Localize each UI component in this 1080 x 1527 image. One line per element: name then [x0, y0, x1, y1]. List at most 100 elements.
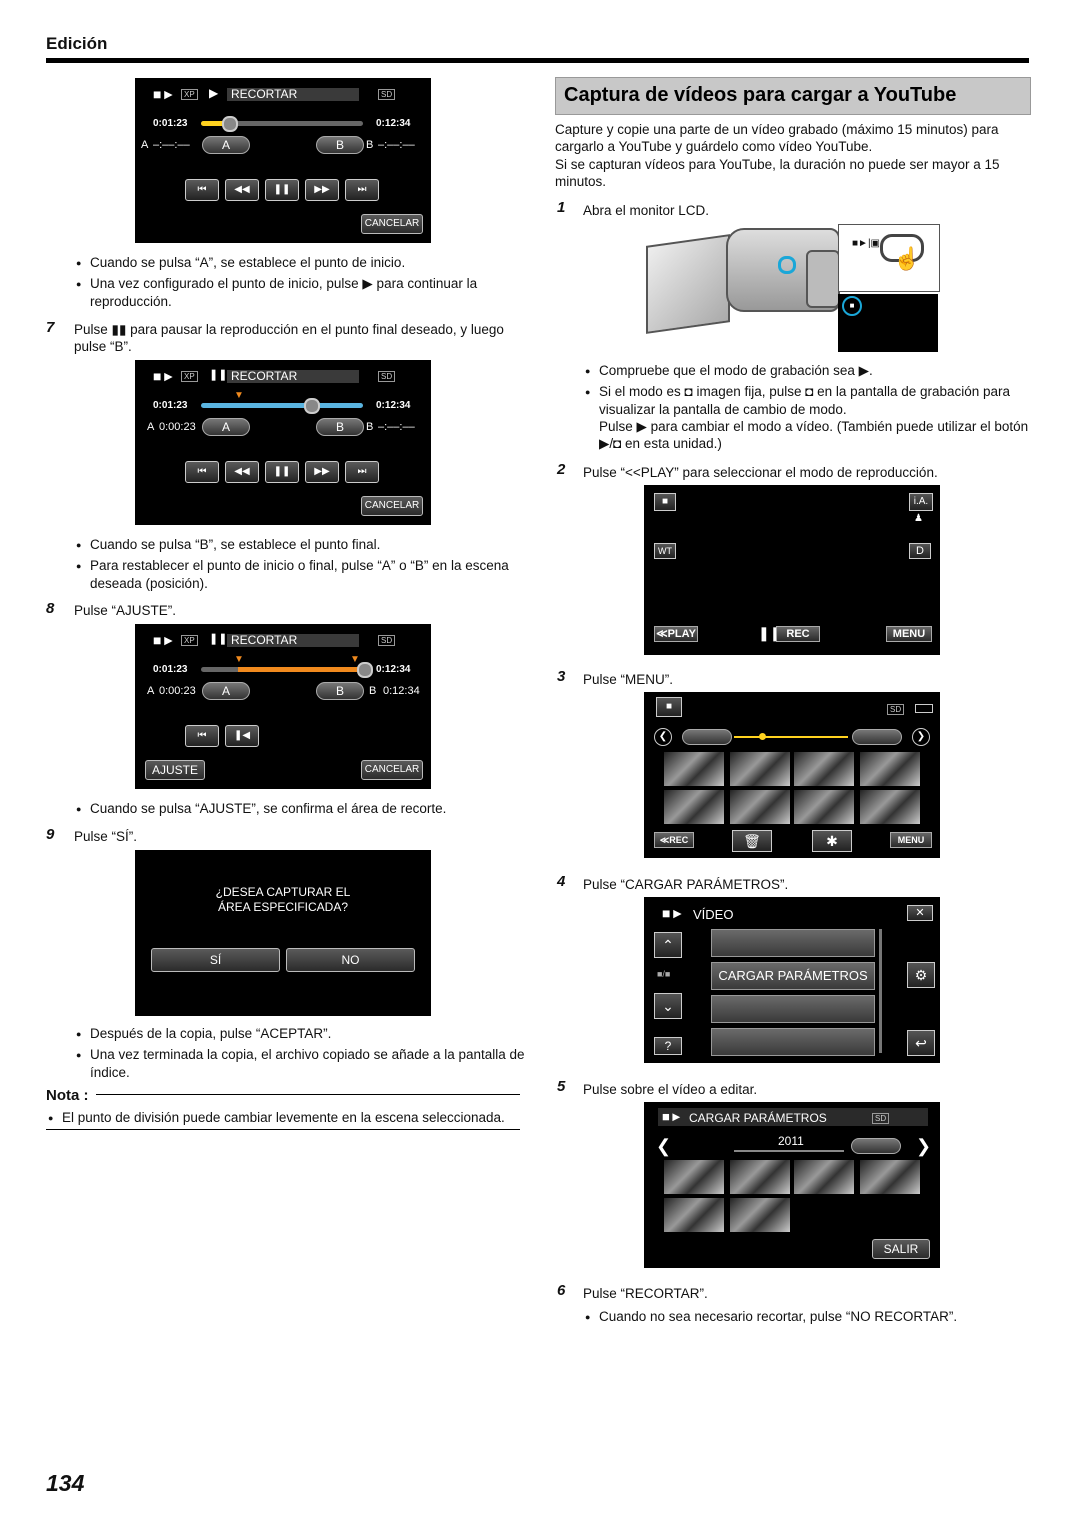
scrollbar[interactable]	[879, 929, 882, 1053]
mode-indicator-icon: ■	[842, 296, 862, 316]
button-b[interactable]: B	[316, 136, 364, 154]
cancel-button[interactable]: CANCELAR	[361, 760, 423, 780]
prev-icon[interactable]: ❮	[654, 728, 672, 746]
forward-icon[interactable]: ▶▶	[305, 179, 339, 201]
progress-track[interactable]	[201, 403, 363, 408]
button-a[interactable]: A	[202, 418, 250, 436]
thumbnail[interactable]	[860, 752, 920, 786]
frame-back-icon[interactable]: ❚◀	[225, 725, 259, 747]
date-pill-left[interactable]	[682, 729, 732, 745]
menu-button[interactable]: MENU	[886, 626, 932, 642]
button-a[interactable]: A	[202, 136, 250, 154]
thumbnail[interactable]	[794, 790, 854, 824]
step-3-text: Pulse “MENU”.	[583, 672, 674, 687]
end-marker: ▼	[350, 654, 360, 665]
rec-back-button[interactable]: ≪REC	[654, 832, 694, 848]
a-value: 0:00:23	[159, 421, 196, 433]
thumbnail[interactable]	[730, 790, 790, 824]
video-mode-icon: ■►	[662, 905, 685, 921]
button-a[interactable]: A	[202, 682, 250, 700]
pause-icon[interactable]: ❚❚	[265, 461, 299, 483]
button-b[interactable]: B	[316, 682, 364, 700]
pause-icon[interactable]: ❚❚	[265, 179, 299, 201]
back-icon[interactable]: ↩	[907, 1030, 935, 1056]
date-pill-right[interactable]	[852, 729, 902, 745]
button-b[interactable]: B	[316, 418, 364, 436]
menu-item-blurred[interactable]	[711, 1028, 875, 1056]
a-value: –:––:––	[153, 139, 190, 151]
gear-icon[interactable]: ✱	[812, 830, 852, 852]
menu-item-upload-settings[interactable]: CARGAR PARÁMETROS	[711, 962, 875, 990]
cancel-button[interactable]: CANCELAR	[361, 214, 423, 234]
step-9-text: Pulse “SÍ”.	[74, 829, 138, 844]
step-5-text: Pulse sobre el vídeo a editar.	[583, 1082, 758, 1097]
rec-button[interactable]: REC	[776, 626, 820, 642]
video-mode-icon[interactable]: ■	[654, 493, 676, 511]
thumbnail[interactable]	[730, 752, 790, 786]
mode-switch[interactable]	[880, 234, 924, 262]
thumbnail[interactable]	[664, 752, 724, 786]
step-2-number: 2	[557, 461, 566, 478]
pause-state-icon: ❚❚	[209, 633, 228, 645]
playhead[interactable]	[357, 662, 373, 678]
thumbnail[interactable]	[664, 1160, 724, 1194]
thumbnail[interactable]	[860, 1160, 920, 1194]
no-button[interactable]: NO	[286, 948, 415, 972]
time-left: 0:01:23	[153, 118, 188, 129]
time-right: 0:12:34	[376, 400, 411, 411]
help-button[interactable]: ?	[654, 1037, 682, 1055]
cancel-button[interactable]: CANCELAR	[361, 496, 423, 516]
play-button[interactable]: ≪PLAY	[654, 626, 698, 642]
thumbnail[interactable]	[664, 790, 724, 824]
thumbnail[interactable]	[860, 790, 920, 824]
scroll-down-icon[interactable]: ⌄	[654, 993, 682, 1019]
forward-icon[interactable]: ▶▶	[305, 461, 339, 483]
section-header: Edición	[46, 34, 108, 53]
playhead[interactable]	[304, 398, 320, 414]
video-mode-icon[interactable]: ■	[656, 697, 682, 717]
close-icon[interactable]: ✕	[907, 905, 933, 921]
bullet-switch-video: Pulse ▶ para cambiar el modo a vídeo. (T…	[599, 419, 1029, 451]
pause-icon: ❚❚	[758, 625, 782, 641]
yes-button[interactable]: SÍ	[151, 948, 280, 972]
bullet-a-start: Cuando se pulsa “A”, se establece el pun…	[76, 254, 535, 272]
date-pill[interactable]	[851, 1138, 901, 1154]
video-mode-icon: ■►	[662, 1109, 683, 1124]
prev-icon[interactable]: ❮	[656, 1136, 672, 1156]
thumbnail[interactable]	[794, 752, 854, 786]
menu-button[interactable]: MENU	[890, 832, 932, 848]
skip-back-icon[interactable]: ⏮	[185, 461, 219, 483]
thumbnail[interactable]	[664, 1198, 724, 1232]
skip-forward-icon[interactable]: ⏭	[345, 461, 379, 483]
progress-track[interactable]	[201, 121, 363, 126]
person-icon: ♟	[914, 513, 923, 524]
section-title: Captura de vídeos para cargar a YouTube	[564, 84, 957, 106]
index-screen: ■ SD ❮ ❯ ≪REC 🗑 ✱ MENU	[644, 692, 940, 858]
a-label: A	[147, 685, 155, 697]
timeline-knob[interactable]	[759, 733, 766, 740]
rewind-icon[interactable]: ◀◀	[225, 179, 259, 201]
thumbnail[interactable]	[730, 1198, 790, 1232]
menu-item-blurred[interactable]	[711, 995, 875, 1023]
screen-title: CARGAR PARÁMETROS	[689, 1111, 827, 1125]
playhead[interactable]	[222, 116, 238, 132]
note-bottom-rule	[46, 1129, 520, 1130]
scroll-up-icon[interactable]: ⌃	[654, 932, 682, 958]
skip-back-icon[interactable]: ⏮	[185, 179, 219, 201]
skip-back-icon[interactable]: ⏮	[185, 725, 219, 747]
skip-forward-icon[interactable]: ⏭	[345, 179, 379, 201]
trash-icon[interactable]: 🗑	[732, 830, 772, 852]
thumbnail[interactable]	[794, 1160, 854, 1194]
ia-badge[interactable]: i.A.	[909, 493, 933, 511]
exit-button[interactable]: SALIR	[872, 1239, 930, 1259]
rewind-icon[interactable]: ◀◀	[225, 461, 259, 483]
settings-gear-icon[interactable]: ⚙	[907, 962, 935, 988]
bullet-continue: Una vez configurado el punto de inicio, …	[76, 275, 535, 310]
pause-state-icon: ❚❚	[209, 369, 228, 381]
adjust-button[interactable]: AJUSTE	[145, 760, 205, 780]
thumbnail[interactable]	[730, 1160, 790, 1194]
next-icon[interactable]: ❯	[916, 1136, 932, 1156]
video-mode-icon: ■►	[153, 86, 176, 102]
next-icon[interactable]: ❯	[912, 728, 930, 746]
menu-item-blurred[interactable]	[711, 929, 875, 957]
